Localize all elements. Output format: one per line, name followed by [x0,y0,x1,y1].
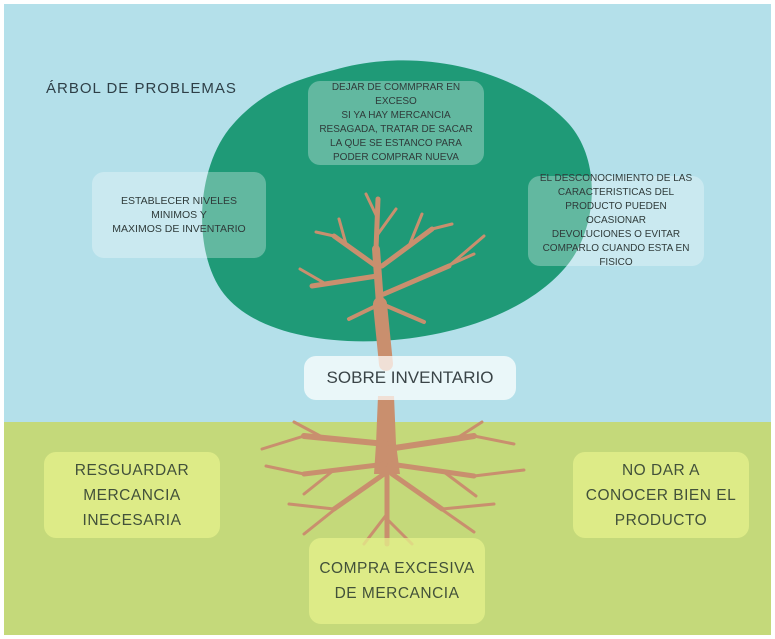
effect-right-line: FISICO [599,257,633,268]
cause-left-line: RESGUARDAR [74,461,190,479]
diagram-canvas: ÁRBOL DE PROBLEMAS DEJAR DE COMMPRAR EN … [4,4,771,635]
effect-left-line: MAXIMOS DE INVENTARIO [112,223,246,235]
cause-box-left: RESGUARDAR MERCANCIA INECESARIA [44,452,220,538]
diagram-title: ÁRBOL DE PROBLEMAS [46,80,237,97]
cause-right-line: CONOCER BIEN EL [585,486,737,504]
effect-left-line: ESTABLECER NIVELES MINIMOS Y [121,195,237,221]
effect-box-top: DEJAR DE COMMPRAR EN EXCESO SI YA HAY ME… [308,81,484,165]
tree-canopy [202,60,592,342]
tree-branches [298,192,486,371]
effect-box-right: EL DESCONOCIMIENTO DE LAS CARACTERISTICA… [528,173,704,268]
effect-right-line: EL DESCONOCIMIENTO DE LAS [539,173,693,184]
effect-top-line: SI YA HAY MERCANCIA [341,110,451,121]
tree-illustration [202,60,592,547]
cause-bottom-line: DE MERCANCIA [334,585,460,602]
cause-right-line: NO DAR A [621,461,701,479]
cause-bottom-line: COMPRA EXCESIVA [319,560,475,577]
effect-top-line: DEJAR DE COMMPRAR EN EXCESO [331,82,461,107]
cause-left-line: MERCANCIA [83,486,181,504]
tree-trunk [374,396,400,474]
effect-top-line: PODER COMPRAR NUEVA [333,152,459,163]
effect-right-line: PRODUCTO PUEDEN OCASIONAR [565,201,667,226]
effect-top-line: RESAGADA, TRATAR DE SACAR [319,124,473,135]
tree-roots [260,420,526,547]
effect-top-line: LA QUE SE ESTANCO PARA [330,138,462,149]
effect-right-line: CARACTERISTICAS DEL [557,187,675,198]
central-problem-label: SOBRE INVENTARIO [326,368,494,387]
effect-right-line: DEVOLUCIONES O EVITAR [551,229,681,240]
effect-right-line: COMPARLO CUANDO ESTA EN [542,243,690,254]
central-problem-box: SOBRE INVENTARIO [304,356,516,400]
cause-box-right: NO DAR A CONOCER BIEN EL PRODUCTO [573,452,749,538]
cause-box-bottom: COMPRA EXCESIVA DE MERCANCIA [309,538,485,624]
cause-left-line: INECESARIA [82,511,182,529]
effect-box-left: ESTABLECER NIVELES MINIMOS Y MAXIMOS DE … [92,172,266,258]
cause-right-line: PRODUCTO [614,511,708,529]
